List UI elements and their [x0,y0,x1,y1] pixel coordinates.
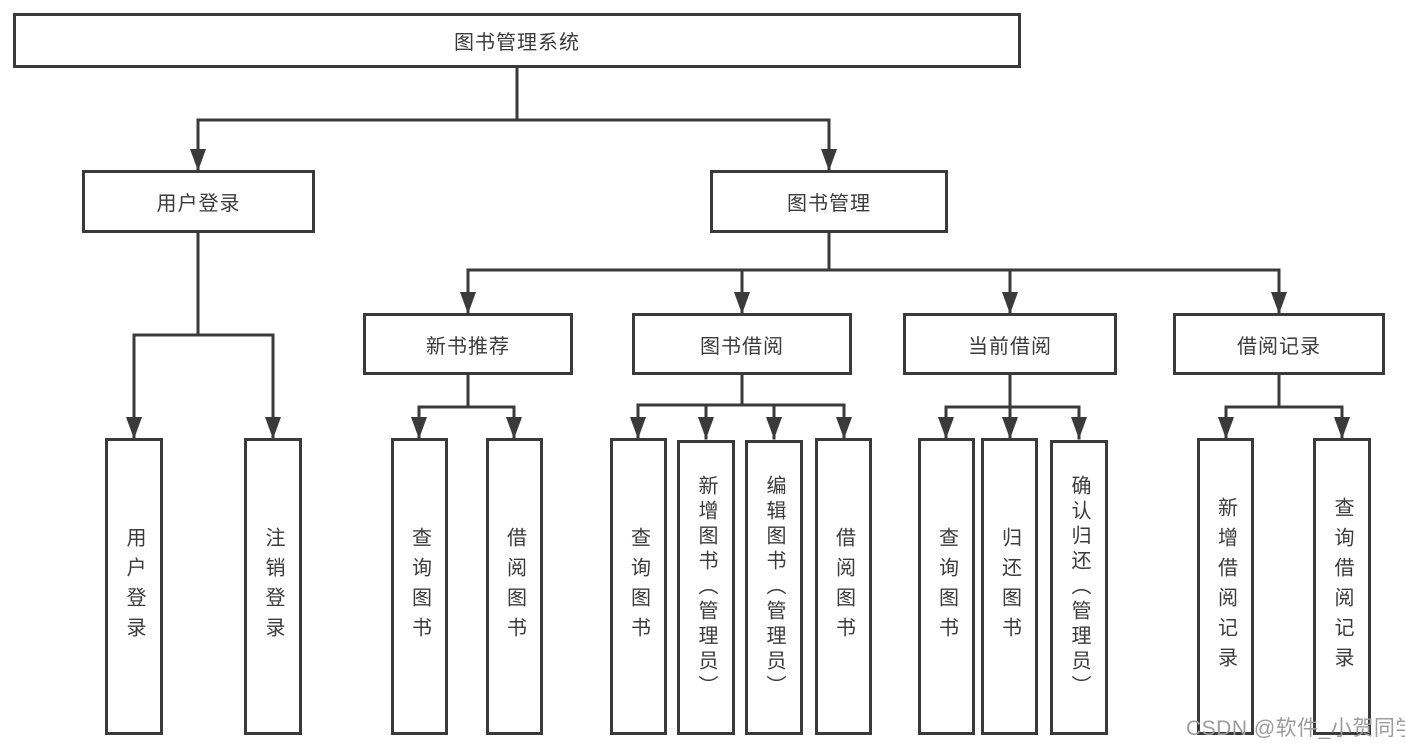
node-current-borrow: 当前借阅 [903,313,1117,375]
watermark: CSDN @软件_小贺同学 [1186,717,1405,740]
node-leaf-bb-borrow: 借阅图书 [815,438,872,735]
node-leaf-nb-borrow: 借阅图书 [486,438,543,735]
edge-group-new-book [411,373,522,440]
node-leaf-cb-query: 查询图书 [918,438,975,735]
node-leaf-bb-add: 新增图书（管理员） [677,440,735,735]
node-leaf-nb-query: 查询图书 [391,438,448,735]
node-user-login: 用户登录 [82,170,315,233]
node-leaf-logout: 注销登录 [244,438,302,735]
edge-group-borrow-record [1218,373,1350,440]
node-leaf-cb-return: 归还图书 [981,438,1038,735]
node-leaf-user-login: 用户登录 [105,438,163,735]
node-leaf-bb-query: 查询图书 [610,438,667,735]
edge-group-current-borrow [938,373,1087,440]
node-borrow-record: 借阅记录 [1173,313,1385,375]
node-book-mgmt: 图书管理 [710,170,948,233]
edge-group-book-borrow [630,373,852,440]
node-root: 图书管理系统 [13,13,1021,68]
node-leaf-br-add: 新增借阅记录 [1197,438,1254,735]
node-leaf-bb-edit: 编辑图书（管理员） [745,440,803,735]
node-leaf-br-query: 查询借阅记录 [1313,438,1371,735]
node-leaf-cb-confirm: 确认归还（管理员） [1050,440,1108,735]
node-book-borrow: 图书借阅 [632,313,852,375]
edge-group-user-login [126,231,281,440]
edge-group-root [190,66,837,172]
edge-group-book-mgmt [460,231,1287,315]
node-new-book: 新书推荐 [363,313,573,375]
